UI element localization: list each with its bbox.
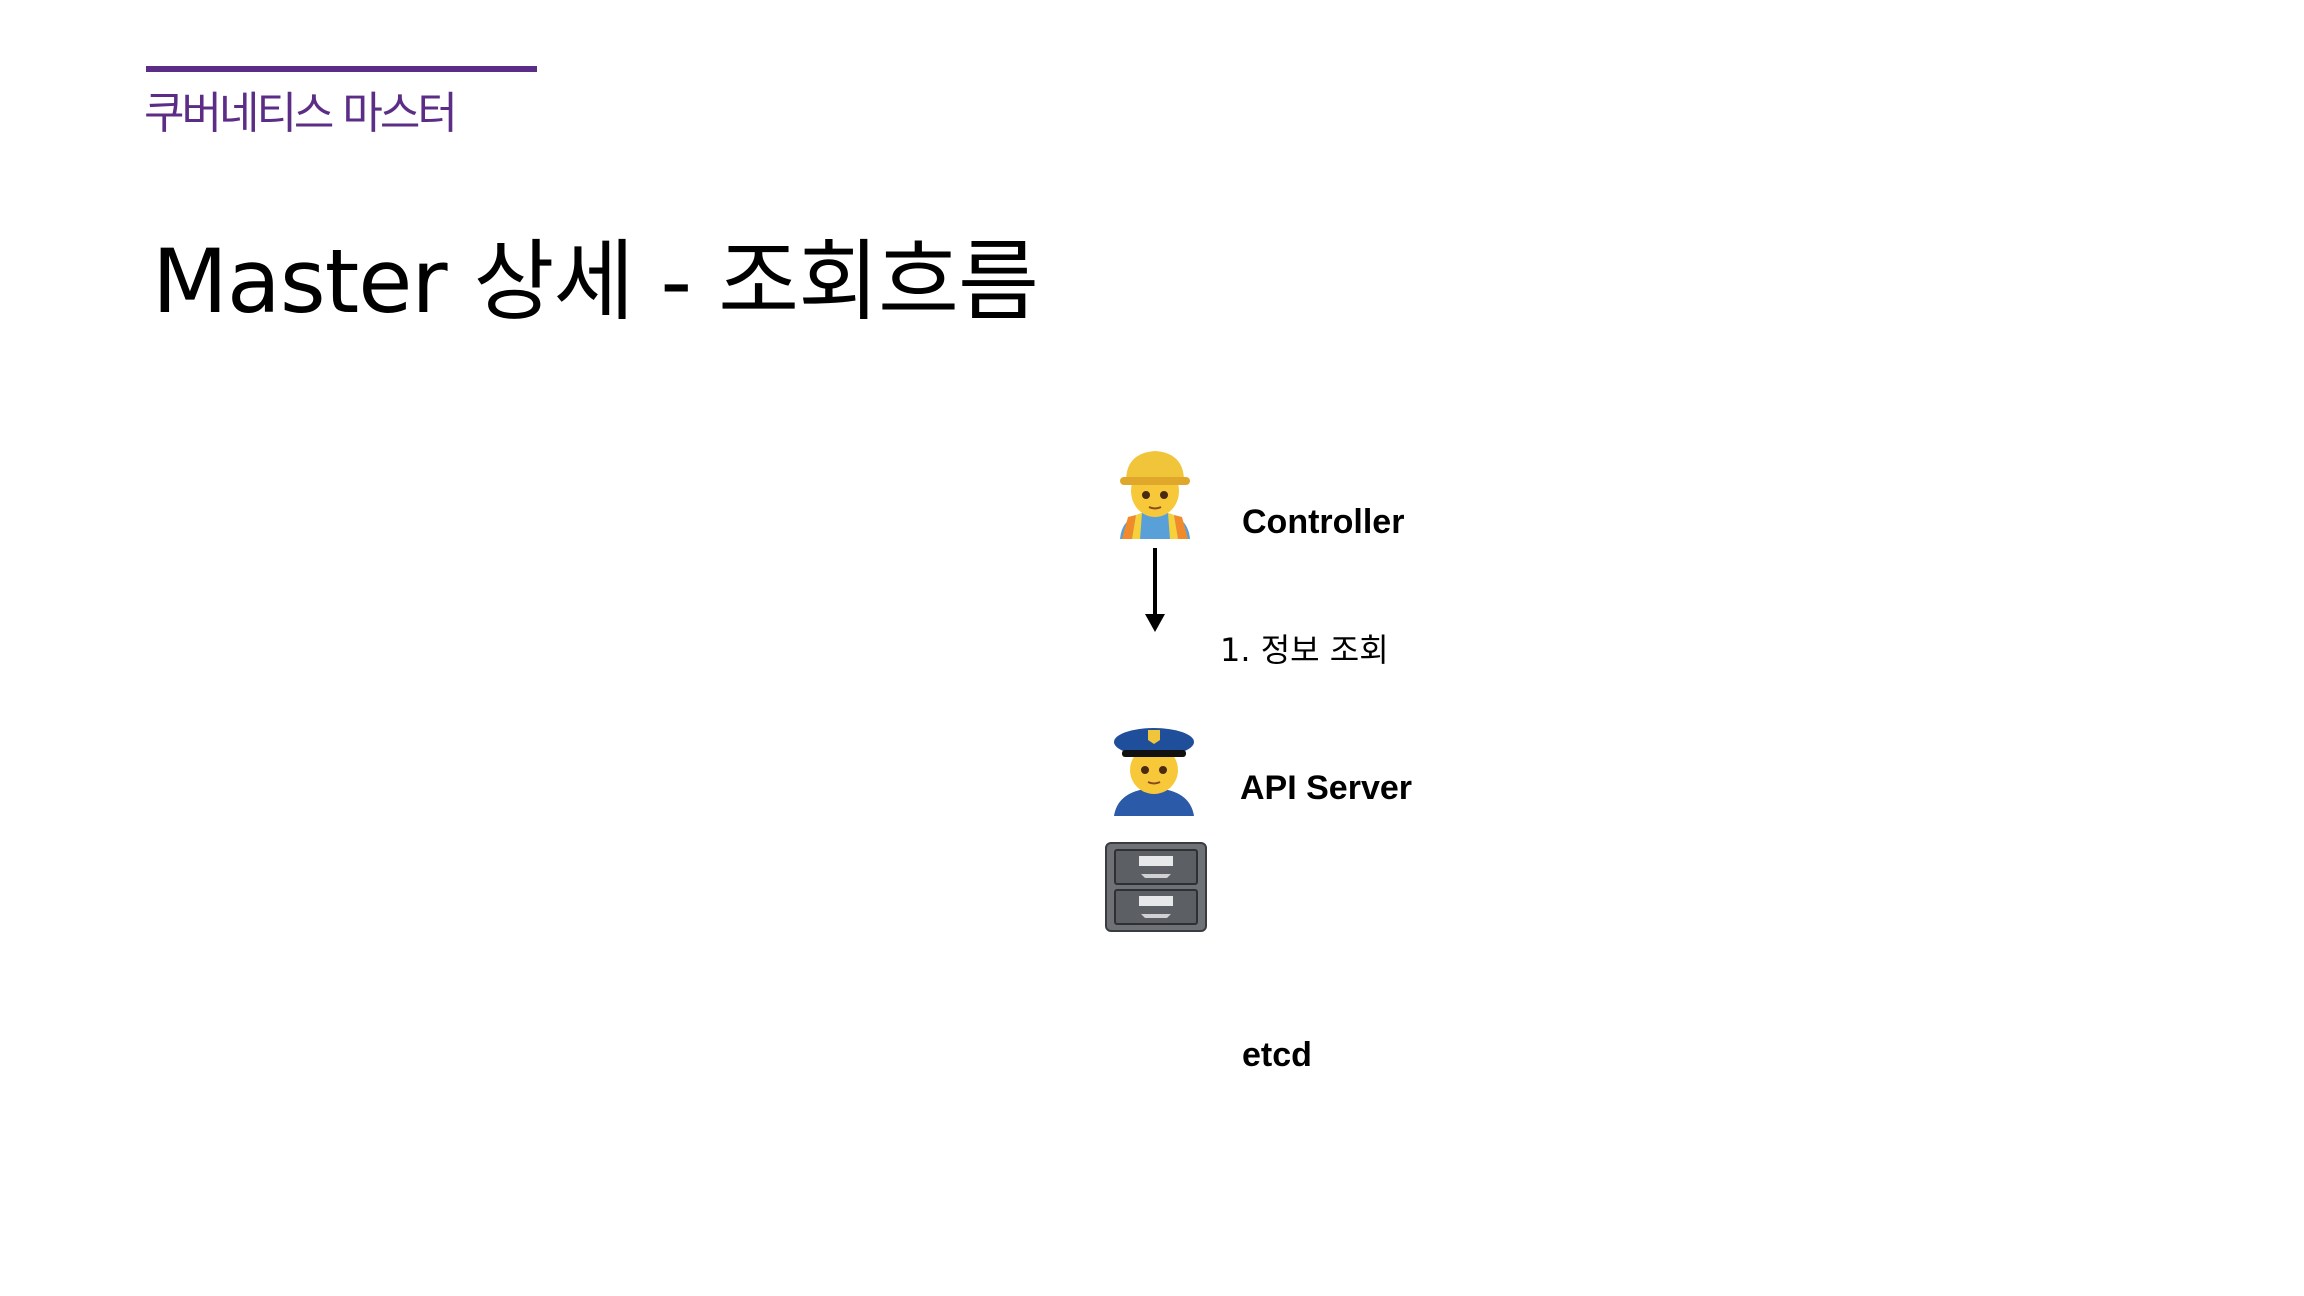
node-label-controller: Controller (1242, 503, 1405, 541)
page-title: Master 상세 - 조회흐름 (152, 230, 1039, 333)
construction-worker-icon (1120, 451, 1190, 539)
header-accent-line (146, 66, 537, 72)
node-label-etcd: etcd (1242, 1036, 1312, 1074)
node-label-api-server: API Server (1240, 769, 1412, 807)
police-officer-icon (1114, 728, 1194, 816)
arrow-down-icon (1145, 548, 1165, 632)
section-label: 쿠버네티스 마스터 (144, 88, 458, 139)
edge-label-query: 1. 정보 조회 (1220, 631, 1389, 669)
file-cabinet-icon (1105, 842, 1207, 932)
